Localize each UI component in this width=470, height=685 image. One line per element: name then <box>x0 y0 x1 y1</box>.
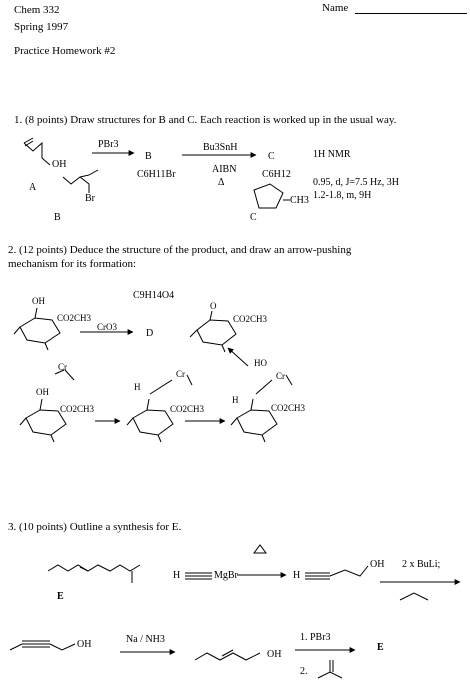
q1-reagent-bu3snh: Bu3SnH <box>203 142 238 153</box>
q1-formula-c: C6H12 <box>262 169 291 180</box>
q1-drawn-c <box>253 183 290 209</box>
q1-prompt: 1. (8 points) Draw structures for B and … <box>14 114 397 126</box>
q2-label-d: D <box>146 328 154 339</box>
q1-oh-label: OH <box>52 159 67 170</box>
q3-label-e: E <box>57 591 64 602</box>
q3-hexynol <box>9 640 76 651</box>
q2-i3-h: H <box>232 395 239 405</box>
q2-i2-ester: CO2CH3 <box>170 404 205 414</box>
q2-intermediate-1 <box>19 369 75 443</box>
q2-cr1-label: Cr <box>58 362 67 372</box>
q3-h-label: H <box>293 570 301 581</box>
q2-cr2-label: Cr <box>176 369 185 379</box>
q1-formula-b: C6H11Br <box>137 169 176 180</box>
q2-intermediate-2 <box>126 374 193 443</box>
q3-reagent-pbr3: 1. PBr3 <box>300 632 331 643</box>
q3-grignard-mgbr: MgBr <box>214 570 238 581</box>
term-label: Spring 1997 <box>14 21 69 33</box>
q2-reagent-cro3: CrO3 <box>97 322 117 332</box>
q1-ch3-label: CH3 <box>290 195 309 206</box>
q3-alkene-oh: OH <box>267 649 282 660</box>
q3-final-e: E <box>377 642 384 653</box>
course-title: Chem 332 <box>14 4 60 16</box>
q1-reagent-aibn: AIBN <box>212 164 237 175</box>
q2-i3-ester: CO2CH3 <box>271 403 306 413</box>
q1-answer-b: B <box>54 212 61 223</box>
q2-arrow-product <box>227 347 249 367</box>
q2-i2-h: H <box>134 382 141 392</box>
q2-prompt-line2: mechanism for its formation: <box>8 258 136 270</box>
q1-nmr-title: 1H NMR <box>313 149 351 160</box>
q2-starting-material <box>13 307 61 351</box>
q1-nmr-line1: 0.95, d, J=7.5 Hz, 3H <box>313 177 399 188</box>
q1-answer-c: C <box>250 212 257 223</box>
q3-oh-label: OH <box>370 559 385 570</box>
q3-reagent-na: Na / NH3 <box>126 634 165 645</box>
q1-label-a: A <box>29 182 37 193</box>
q2-i1-ester: CO2CH3 <box>60 404 95 414</box>
q3-reagent-2: 2. <box>300 666 308 677</box>
q1-nmr-line2: 1.2-1.8, m, 9H <box>313 190 372 201</box>
q2-i1-oh: OH <box>36 387 49 397</box>
q3-epoxide <box>253 544 267 554</box>
q2-prod-ester: CO2CH3 <box>233 314 268 324</box>
q2-sm-oh: OH <box>32 296 45 306</box>
q3-reagent-buli: 2 x BuLi; <box>402 559 441 570</box>
q1-br-label: Br <box>85 193 95 204</box>
q2-formula: C9H14O4 <box>133 290 175 301</box>
q1-reagent-pbr3: PBr3 <box>98 139 119 150</box>
q3-ethyl-iodide <box>399 592 429 601</box>
q2-prod-o: O <box>210 301 217 311</box>
q2-sm-ester: CO2CH3 <box>57 313 92 323</box>
q2-cr3-label: Cr <box>276 371 285 381</box>
q1-reagent-heat: Δ <box>218 177 225 188</box>
q3-hexenol <box>194 649 261 661</box>
q2-intermediate-3 <box>230 374 293 443</box>
q2-product <box>189 310 237 353</box>
q1-drawn-b <box>62 169 99 193</box>
q3-alkyne-oh: OH <box>77 639 92 650</box>
q3-grignard-h: H <box>173 570 181 581</box>
name-blank-line[interactable] <box>355 13 467 14</box>
q1-compound-a <box>23 137 51 166</box>
name-label: Name <box>322 2 349 14</box>
q1-label-b: B <box>145 151 152 162</box>
q2-prompt-line1: 2. (12 points) Deduce the structure of t… <box>8 244 352 256</box>
q1-label-c: C <box>268 151 275 162</box>
q3-acetate <box>317 660 343 679</box>
homework-title: Practice Homework #2 <box>14 45 116 57</box>
q3-prompt: 3. (10 points) Outline a synthesis for E… <box>8 521 182 533</box>
q3-compound-e <box>47 564 141 583</box>
q2-i3-ho: HO <box>254 358 267 368</box>
